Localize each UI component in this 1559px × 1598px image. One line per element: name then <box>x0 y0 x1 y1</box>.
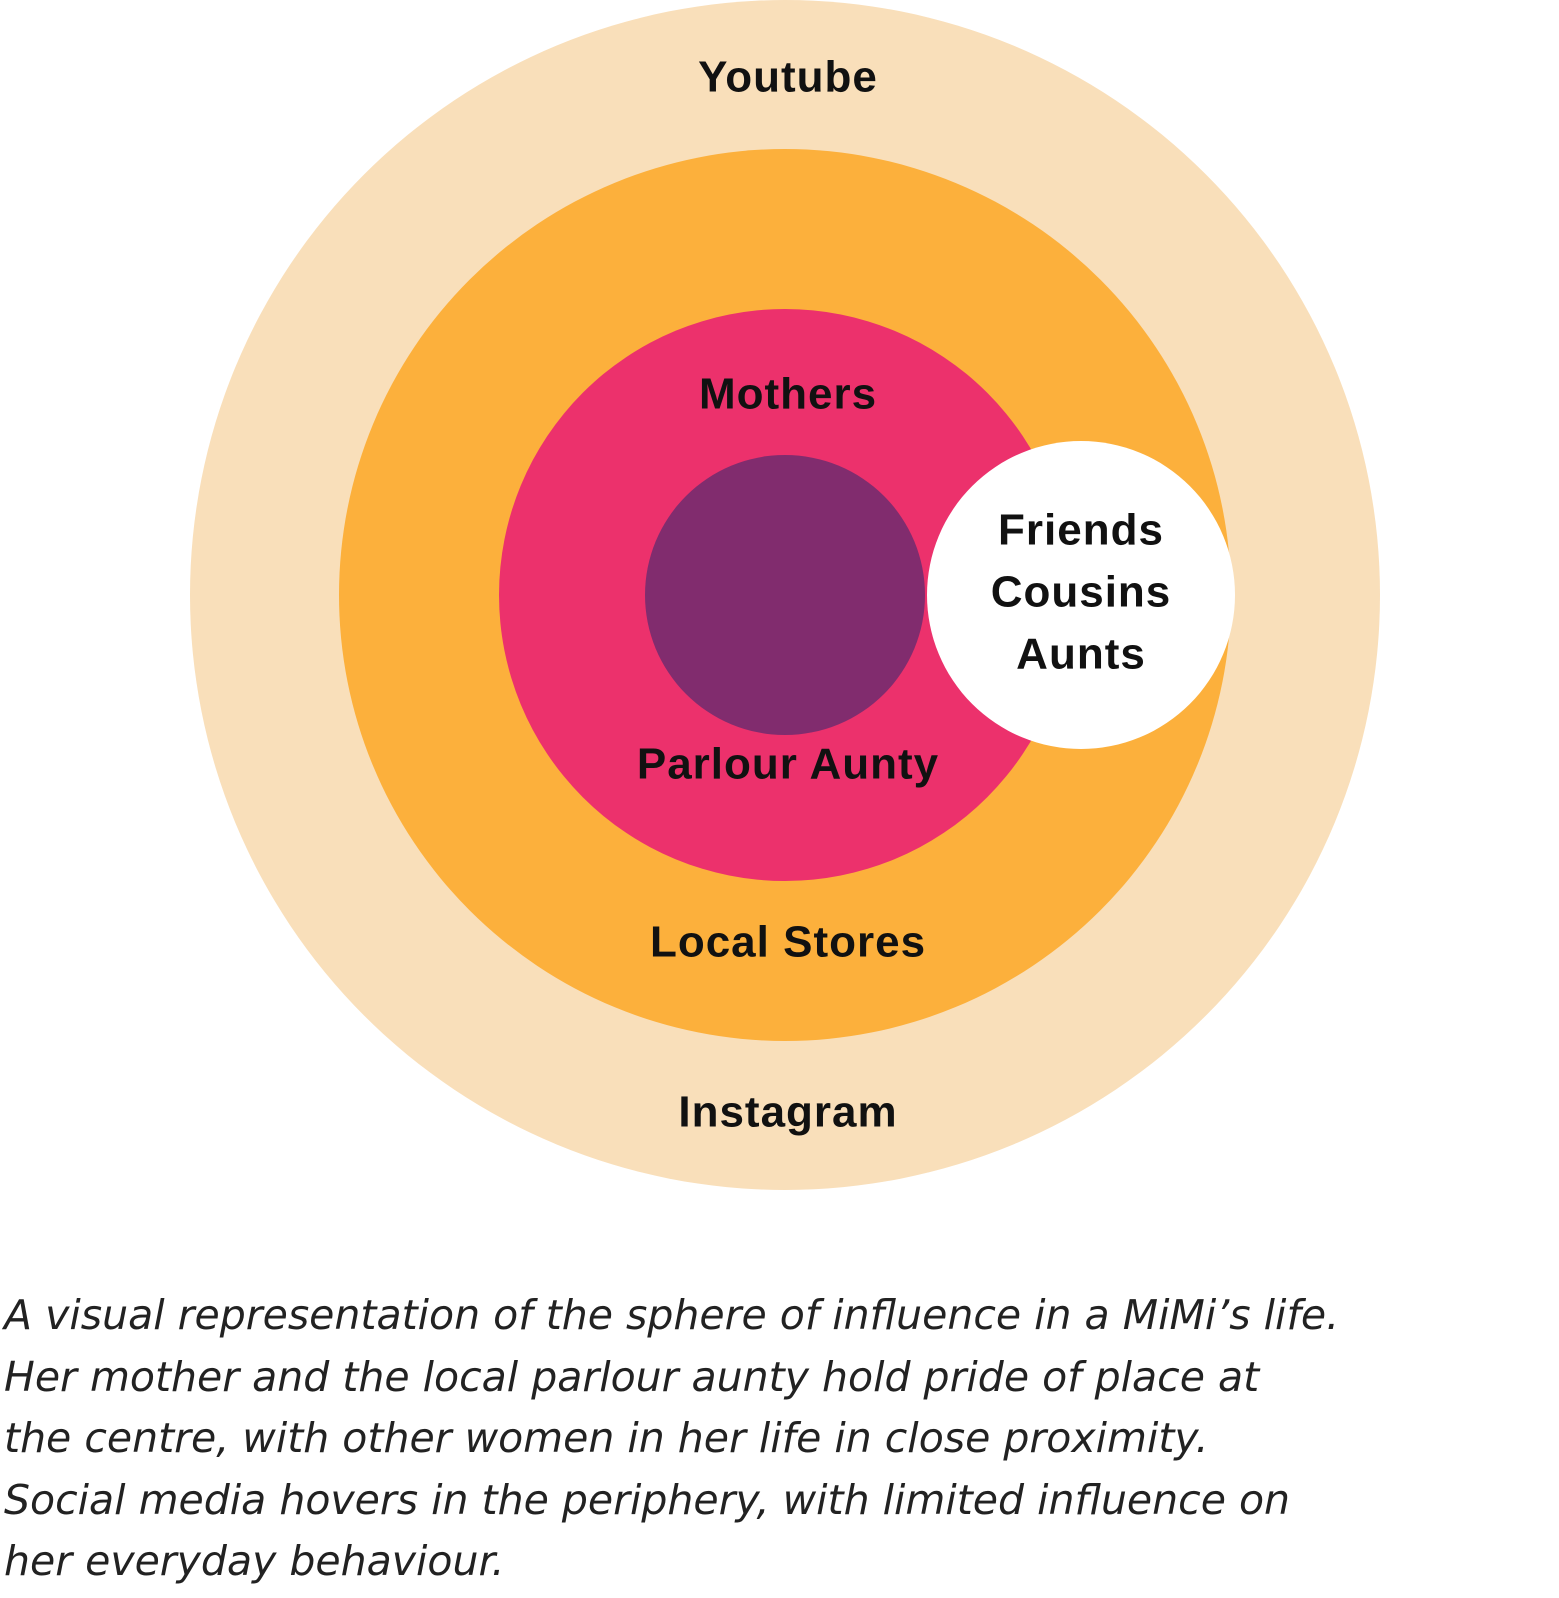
outer-ring-bottom-label: Instagram <box>678 1088 897 1137</box>
overlap-label-line-2: Cousins <box>991 568 1172 617</box>
caption-line-5: her everyday behaviour. <box>4 1537 505 1585</box>
core-circle <box>645 455 925 735</box>
overlap-label-line-1: Friends <box>998 506 1164 555</box>
sphere-of-influence-diagram: Youtube Mothers Friends Cousins Aunts Pa… <box>190 0 1380 1190</box>
overlap-label-line-3: Aunts <box>1016 630 1146 679</box>
caption-line-3: the centre, with other women in her life… <box>4 1414 1209 1462</box>
outer-ring-top-label: Youtube <box>698 53 878 102</box>
figure-caption: A visual representation of the sphere of… <box>4 1285 1554 1593</box>
inner-ring-top-label: Mothers <box>699 370 877 419</box>
caption-line-1: A visual representation of the sphere of… <box>4 1291 1340 1339</box>
overlap-circle-friends-cousins-aunts <box>927 441 1235 749</box>
middle-ring-bottom-label: Local Stores <box>650 918 926 967</box>
caption-line-2: Her mother and the local parlour aunty h… <box>4 1352 1260 1401</box>
caption-line-4: Social media hovers in the periphery, wi… <box>4 1475 1291 1524</box>
inner-ring-bottom-label: Parlour Aunty <box>637 740 939 789</box>
